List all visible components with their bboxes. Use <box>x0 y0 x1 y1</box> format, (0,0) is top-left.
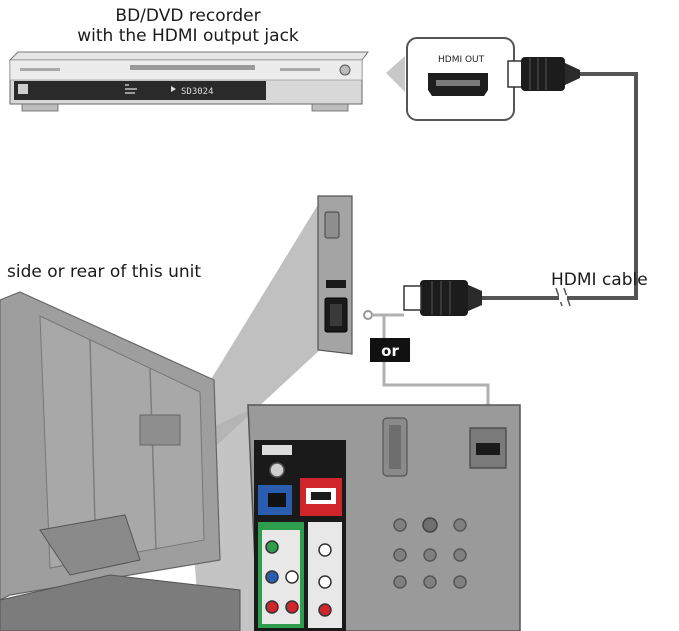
side-panel <box>317 195 353 355</box>
hdmi-cable <box>482 72 638 307</box>
hdmi-port-icon <box>324 297 348 333</box>
recorder-label-line2: with the HDMI output jack <box>77 26 299 46</box>
hdmi-cable-label: HDMI cable <box>551 270 648 290</box>
or-label: or <box>381 342 399 360</box>
hdmi-out-label: HDMI OUT <box>438 55 485 65</box>
hdmi-plug-icon <box>403 280 482 316</box>
tv-set-icon <box>0 198 322 631</box>
rear-jacks <box>393 517 467 589</box>
bd-dvd-recorder-icon: SD3024 <box>8 51 369 112</box>
side-or-rear-label: side or rear of this unit <box>7 262 201 282</box>
or-badge: or <box>370 338 410 362</box>
hdmi-port-icon <box>428 73 488 96</box>
hdmi-plug-icon <box>507 57 580 91</box>
hdmi-out-callout: HDMI OUT <box>386 37 515 121</box>
rear-panel <box>247 404 521 631</box>
recorder-display-text: SD3024 <box>181 87 214 97</box>
recorder-label-line1: BD/DVD recorder <box>115 6 260 26</box>
hdmi-port-icon <box>469 427 507 469</box>
